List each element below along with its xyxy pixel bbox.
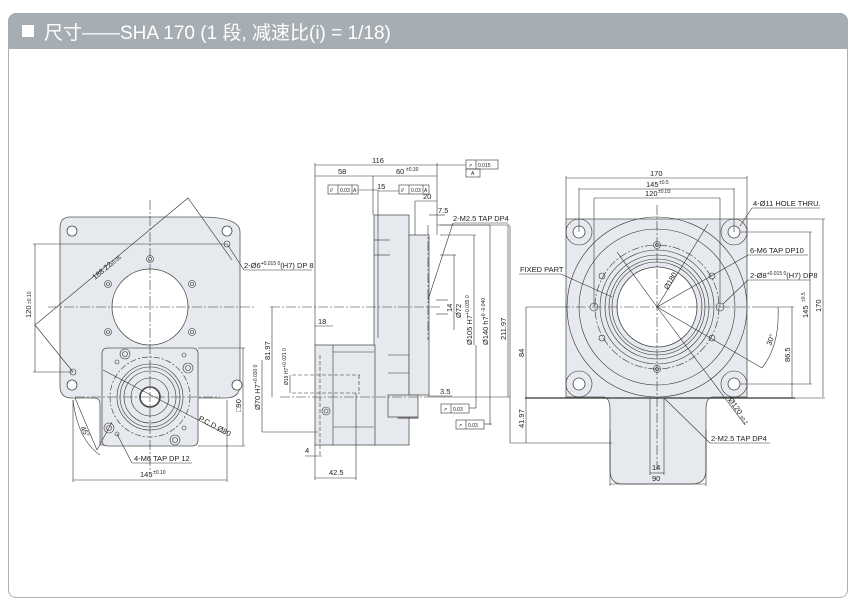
svg-text:0.03: 0.03	[340, 188, 350, 194]
dim-14-label: 14	[445, 304, 454, 312]
length-7-5-label: 7.5	[438, 206, 448, 215]
dim-42-5-label: 42.5	[329, 468, 344, 477]
svg-text:A: A	[424, 188, 428, 194]
mount-hole	[231, 379, 243, 391]
hole-thru-callout: 4-Ø11 HOLE THRU.	[753, 199, 821, 208]
dia-72-label: Ø72	[454, 304, 463, 318]
mount-hole	[66, 379, 78, 391]
dia-120-label: Ø120±0.2	[726, 396, 751, 426]
input-housing	[314, 344, 376, 446]
dim-18-label: 18	[318, 317, 326, 326]
front-view: 170 145 ±0.5 120 ±0.03 4-Ø11 HOLE THRU. …	[509, 169, 825, 486]
svg-text:±0.30: ±0.30	[406, 167, 419, 173]
length-15-label: 15	[377, 182, 385, 191]
dim-84-label: 84	[517, 349, 526, 357]
mount-hole	[221, 225, 233, 237]
left-view: 188.22 ±0.05 120 ±0.10 2-Ø6+0.015 0(H7) …	[24, 197, 314, 482]
dia-105-label: Ø105 H7+0.035 0	[465, 295, 474, 345]
length-60-label: 60	[396, 167, 404, 176]
svg-text:A: A	[353, 188, 357, 194]
runout-frame-top: ↗ 0.015 A	[437, 159, 499, 178]
svg-text:±0.5: ±0.5	[659, 180, 669, 186]
width-170-label: 170	[650, 169, 663, 178]
tap-holes	[104, 255, 196, 336]
angle-30-label: 30°	[764, 333, 776, 347]
tap-m25-callout: 2-M2.5 TAP DP4	[711, 434, 767, 443]
parallelism-frame-1: // 0.03 A	[327, 184, 378, 195]
step-part	[387, 394, 419, 418]
svg-text://: //	[401, 188, 404, 194]
dim-4-label: 4	[305, 446, 309, 455]
dim-81-97-label: 81.97	[263, 341, 272, 360]
width-120-label: 120	[645, 189, 658, 198]
dia-19-label: Ø19 H7+0.021 0	[282, 348, 290, 385]
dia-70-label: Ø70 H7+0.030 0	[253, 364, 262, 410]
svg-text:A: A	[471, 171, 475, 177]
tap-m6-callout: 4-M6 TAP DP 12	[134, 454, 190, 463]
dim-86-5-label: 86.5	[783, 347, 792, 362]
svg-text:±0.5: ±0.5	[801, 292, 807, 302]
tap-m6-callout: 6-M6 TAP DP10	[750, 246, 804, 255]
length-58-label: 58	[338, 167, 346, 176]
mount-hole	[66, 225, 78, 237]
svg-text:±0.03: ±0.03	[658, 189, 671, 195]
angle-45-label: 45°	[78, 425, 91, 439]
svg-text:0.03: 0.03	[411, 188, 421, 194]
runout-frame-2: ↗ 0.03	[455, 419, 492, 430]
height-145-label: 145	[801, 305, 810, 318]
length-116-label: 116	[372, 156, 384, 165]
parallelism-frame-2: // 0.03 A	[398, 184, 430, 195]
length-20-label: 20	[423, 192, 431, 201]
dim-211-97-label: 211.97	[499, 318, 508, 340]
square-90-label: □90	[234, 399, 243, 412]
section-title: 尺寸——SHA 170 (1 段, 减速比(i) = 1/18)	[44, 22, 391, 44]
dim-41-97-label: 41.97	[517, 409, 526, 428]
side-view: 116 58 60 ±0.30 15 20 7.5 // 0.03 A // 0…	[198, 156, 510, 480]
svg-text:0.03: 0.03	[453, 407, 463, 413]
dim-3-5-label: 3.5	[440, 387, 450, 396]
fixed-part-label: FIXED PART	[520, 265, 564, 274]
runout-frame-1: ↗ 0.03	[440, 345, 477, 414]
height-170-label: 170	[814, 299, 823, 312]
output-hub	[408, 234, 430, 396]
dim-90-label: 90	[652, 474, 660, 483]
adapter-screws	[103, 348, 194, 446]
square-bullet-icon	[22, 25, 34, 37]
svg-text:0.015: 0.015	[478, 163, 491, 169]
pin-holes-callout: 2-Ø6+0.015 0(H7) DP 8	[244, 261, 314, 270]
pin-holes-callout: 2-Ø8+0.015 0(H7) DP8	[750, 271, 818, 280]
tap-m25-callout: 2-M2.5 TAP DP4	[453, 214, 509, 223]
diag-dim-line	[34, 197, 233, 326]
dim-14-label: 14	[652, 463, 660, 472]
width-145-label: 145	[646, 180, 659, 189]
svg-text:±0.10: ±0.10	[27, 291, 33, 304]
svg-text:0.03: 0.03	[468, 423, 478, 429]
svg-text://: //	[330, 188, 333, 194]
svg-text:±0.10: ±0.10	[153, 470, 166, 476]
svg-text:↗: ↗	[468, 163, 472, 169]
width-145-label: 145	[140, 470, 153, 479]
section-header: 尺寸——SHA 170 (1 段, 减速比(i) = 1/18)	[8, 13, 848, 49]
svg-text:↗: ↗	[443, 407, 447, 413]
height-120-label: 120	[24, 305, 33, 318]
dia-140-label: Ø140 h70 -0.040	[481, 298, 490, 345]
svg-text:↗: ↗	[458, 423, 462, 429]
